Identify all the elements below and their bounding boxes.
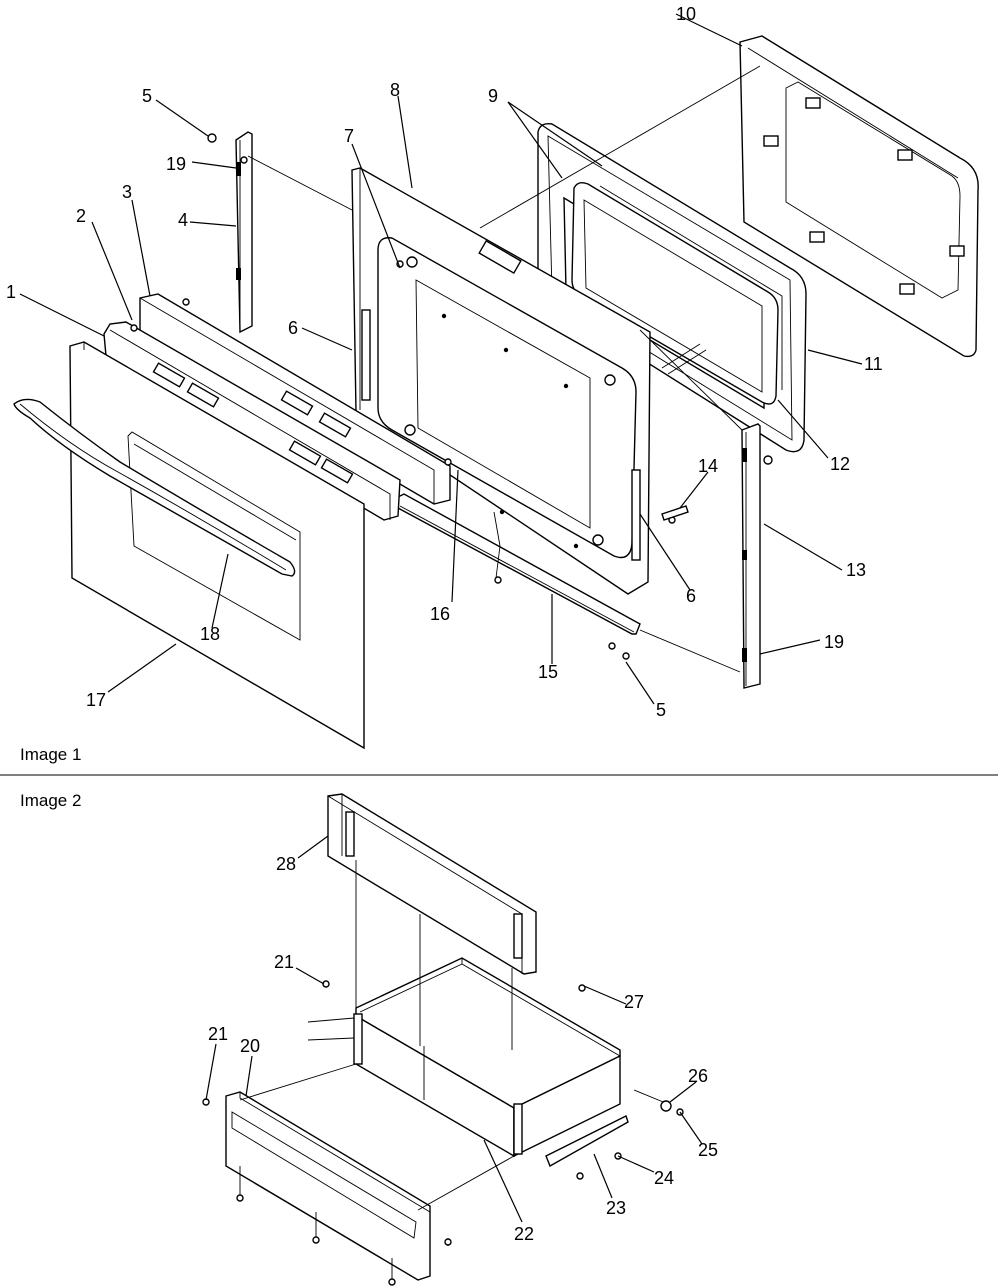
part-12-glass-pack: [563, 181, 783, 410]
part-17-outer-door-panel: [69, 341, 365, 750]
part-4-left-side-trim: [235, 131, 253, 334]
callout-21: 21: [274, 952, 294, 972]
callout-13: 13: [846, 560, 866, 580]
part-20-drawer-front: [225, 1091, 431, 1281]
callout-6: 6: [288, 318, 298, 338]
image-1-callouts: 1 2 3 4 5 5 6 6 7 8 9 10 11 12 13 14 15 …: [6, 4, 883, 720]
drawer-assembly-lines: [239, 860, 669, 1282]
image-2-drawer-assembly: Image 2: [20, 791, 718, 1286]
callout-7: 7: [344, 126, 354, 146]
callout-27: 27: [624, 992, 644, 1012]
callout-3: 3: [122, 182, 132, 202]
drawer-callout-leaders: [205, 835, 703, 1223]
callout-24: 24: [654, 1168, 674, 1188]
image-2-caption: Image 2: [20, 791, 81, 810]
callout-26: 26: [688, 1066, 708, 1086]
callout-11: 11: [864, 354, 883, 374]
callout-19b: 19: [824, 632, 844, 652]
callout-2: 2: [76, 206, 86, 226]
callout-5b: 5: [656, 700, 666, 720]
callout-25: 25: [698, 1140, 718, 1160]
image-1-caption: Image 1: [20, 745, 81, 764]
part-8-inner-door-panel: [351, 167, 651, 595]
callout-leaders: [19, 13, 863, 705]
callout-6b: 6: [686, 586, 696, 606]
callout-28: 28: [276, 854, 296, 874]
callout-9: 9: [488, 86, 498, 106]
image-1-door-assembly: 1 2 3 4 5 5 6 6 7 8 9 10 11 12 13 14 15 …: [6, 4, 979, 764]
part-28-drawer-back-panel: [327, 793, 537, 975]
image-2-callouts: 20 21 21 22 23 24 25 26 27 28: [208, 854, 718, 1244]
part-23-drawer-slide: [545, 1115, 629, 1168]
callout-5: 5: [142, 86, 152, 106]
part-10-rear-door-frame: [739, 35, 979, 358]
callout-22: 22: [514, 1224, 534, 1244]
callout-14: 14: [698, 456, 718, 476]
callout-15: 15: [538, 662, 558, 682]
assembly-lines: [247, 65, 761, 673]
callout-8: 8: [390, 80, 400, 100]
part-18-door-handle: [13, 398, 296, 577]
hardware-screws: [130, 133, 773, 660]
callout-16: 16: [430, 604, 450, 624]
callout-12: 12: [830, 454, 850, 474]
part-22-drawer-body: [353, 957, 621, 1158]
callout-20: 20: [240, 1036, 260, 1056]
callout-21b: 21: [208, 1024, 228, 1044]
callout-18: 18: [200, 624, 220, 644]
callout-23: 23: [606, 1198, 626, 1218]
part-13-right-side-trim: [741, 423, 761, 689]
callout-4: 4: [178, 210, 188, 230]
callout-10: 10: [676, 4, 696, 24]
callout-1: 1: [6, 282, 16, 302]
callout-19: 19: [166, 154, 186, 174]
drawer-hardware: [202, 980, 684, 1286]
callout-17: 17: [86, 690, 106, 710]
